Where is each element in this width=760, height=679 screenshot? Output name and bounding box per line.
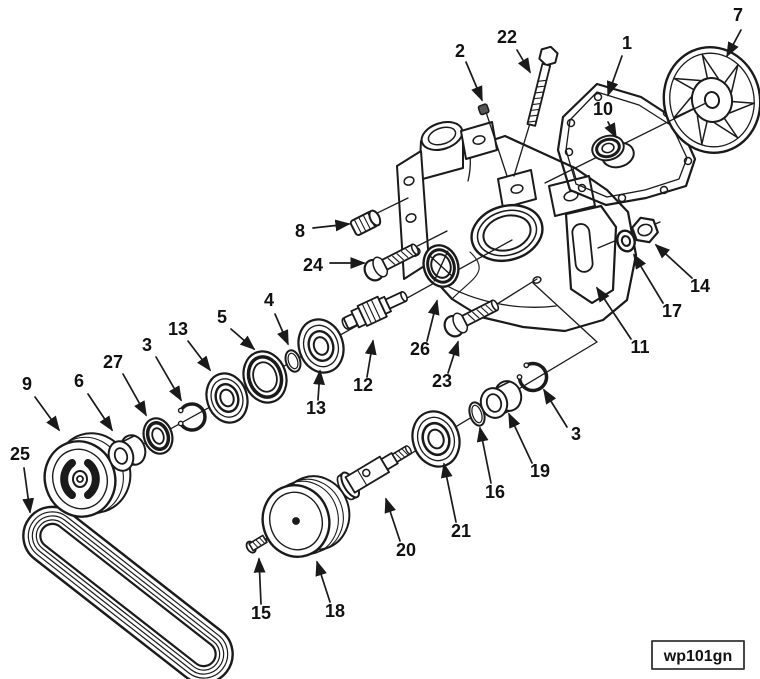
callout-label-25: 25 xyxy=(10,444,30,464)
callout-label-1: 1 xyxy=(622,33,632,53)
callout-arrow-23 xyxy=(447,340,460,374)
callout-label-21: 21 xyxy=(451,521,471,541)
part-impeller-fan xyxy=(662,46,760,154)
callout-arrow-26 xyxy=(426,299,440,342)
part-bolt xyxy=(443,299,500,338)
part-shaft xyxy=(341,291,408,330)
part-seal xyxy=(422,244,460,288)
callout-label-18: 18 xyxy=(325,601,345,621)
callout-label-3: 3 xyxy=(142,335,152,355)
housing-bosses xyxy=(460,121,596,217)
callout-label-19: 19 xyxy=(530,461,550,481)
callout-arrow-27 xyxy=(122,373,147,417)
part-nut xyxy=(631,216,659,244)
part-idler-shaft xyxy=(336,445,413,501)
callout-label-5: 5 xyxy=(217,307,227,327)
callout-arrow-18 xyxy=(315,560,331,603)
part-pump-housing xyxy=(396,121,638,333)
callout-arrow-21 xyxy=(440,462,457,523)
part-spacer xyxy=(107,434,147,472)
callout-label-27: 27 xyxy=(103,352,123,372)
callout-arrow-20 xyxy=(384,497,401,542)
part-idler-pulley xyxy=(261,475,351,558)
callout-arrow-9 xyxy=(34,396,60,432)
callout-arrow-4 xyxy=(274,313,289,346)
callout-label-20: 20 xyxy=(396,540,416,560)
callout-arrow-22 xyxy=(516,49,531,74)
callout-arrow-3 xyxy=(155,356,182,402)
callout-label-7: 7 xyxy=(733,5,743,25)
callout-arrow-5 xyxy=(230,328,256,351)
callout-label-14: 14 xyxy=(690,276,710,296)
callout-label-9: 9 xyxy=(22,374,32,394)
callout-label-15: 15 xyxy=(251,603,271,623)
callout-arrow-3 xyxy=(543,388,568,428)
callout-arrow-14 xyxy=(654,243,693,279)
part-bracket xyxy=(564,204,618,305)
callout-label-12: 12 xyxy=(353,375,373,395)
callout-arrow-15 xyxy=(253,557,266,605)
callout-arrow-2 xyxy=(465,61,483,102)
callout-label-26: 26 xyxy=(410,339,430,359)
callout-label-10: 10 xyxy=(593,99,613,119)
part-o-ring xyxy=(284,349,302,373)
part-snap-ring xyxy=(177,402,207,432)
callout-label-23: 23 xyxy=(432,371,452,391)
figure-code: wp101gn xyxy=(663,648,732,665)
part-drive-belt xyxy=(22,505,234,679)
callout-label-16: 16 xyxy=(485,482,505,502)
part-seal-small xyxy=(142,417,174,455)
callout-arrow-13 xyxy=(187,340,212,372)
part-o-ring xyxy=(468,401,486,427)
callout-arrow-6 xyxy=(87,393,113,432)
callout-label-4: 4 xyxy=(264,290,274,310)
figure-code-box: wp101gn xyxy=(651,640,745,670)
callout-label-13: 13 xyxy=(306,398,326,418)
callout-arrow-10 xyxy=(604,121,617,139)
part-plug-small xyxy=(477,103,490,116)
callout-label-3: 3 xyxy=(571,424,581,444)
part-snap-ring xyxy=(516,361,549,393)
callout-label-13: 13 xyxy=(168,319,188,339)
axis-lines xyxy=(59,102,707,548)
callout-label-6: 6 xyxy=(74,371,84,391)
part-bearing xyxy=(297,318,345,374)
callout-label-8: 8 xyxy=(295,221,305,241)
part-bolt xyxy=(363,243,420,282)
housing-bore xyxy=(470,204,544,262)
callout-label-17: 17 xyxy=(662,301,682,321)
part-bearing xyxy=(205,372,249,424)
callout-arrow-7 xyxy=(726,29,742,58)
callout-arrow-19 xyxy=(508,412,533,464)
callout-arrow-17 xyxy=(633,253,664,304)
callout-arrow-13 xyxy=(313,369,326,401)
callout-arrow-12 xyxy=(364,339,377,378)
part-screw xyxy=(245,534,268,554)
callout-label-11: 11 xyxy=(630,337,649,357)
part-hub-seal xyxy=(591,134,635,169)
callout-arrow-11 xyxy=(596,286,632,340)
callout-arrow-25 xyxy=(22,467,35,514)
callout-label-22: 22 xyxy=(497,27,517,47)
callout-label-2: 2 xyxy=(455,41,465,61)
part-seal-large xyxy=(242,350,288,404)
callout-arrow-1 xyxy=(606,55,623,97)
callout-arrow-16 xyxy=(476,426,492,484)
callout-label-24: 24 xyxy=(303,255,323,275)
part-bolt-long xyxy=(526,45,559,127)
part-bushing xyxy=(479,380,523,419)
part-plug xyxy=(349,209,382,236)
part-bearing xyxy=(411,410,461,468)
callout-arrow-8 xyxy=(312,219,351,232)
part-washer xyxy=(616,229,636,253)
